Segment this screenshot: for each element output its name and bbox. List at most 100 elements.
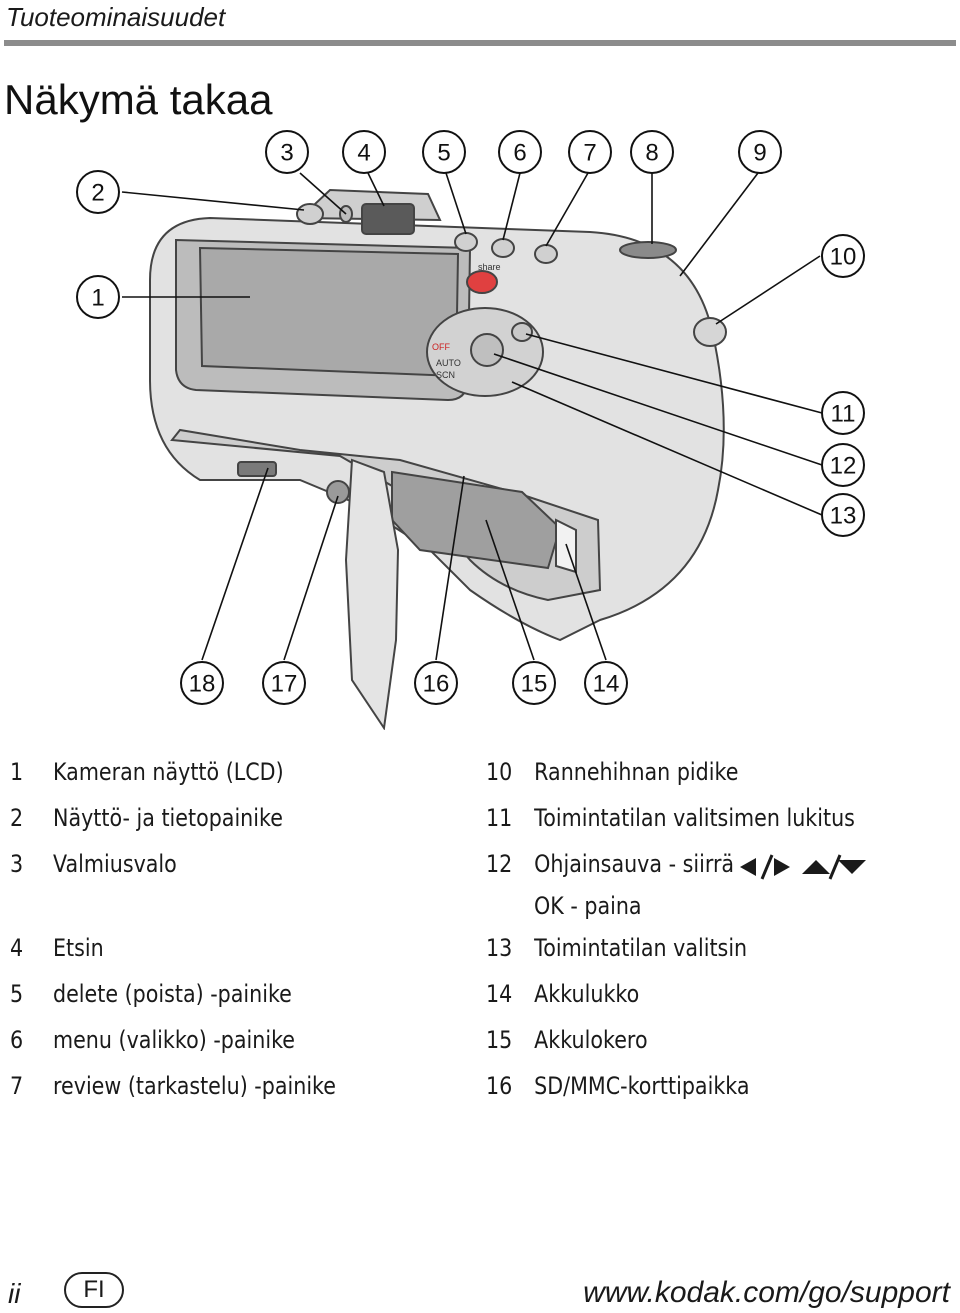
callout-circle bbox=[262, 661, 306, 705]
legend-text: Etsin bbox=[53, 934, 104, 962]
section-header: Tuoteominaisuudet bbox=[6, 2, 226, 32]
slash-icon bbox=[760, 854, 774, 880]
callout-14: 14 bbox=[584, 661, 628, 705]
down-arrow-icon bbox=[838, 860, 866, 874]
callout-circle bbox=[76, 275, 120, 319]
left-arrow-icon bbox=[740, 858, 756, 876]
off-label: OFF bbox=[432, 342, 450, 352]
legend-item: 13 Toimintatilan valitsin bbox=[486, 934, 747, 962]
callout-number: 9 bbox=[753, 140, 766, 167]
callout-3: 3 bbox=[265, 130, 309, 174]
dial-lock bbox=[511, 322, 533, 342]
legend-item: 16 SD/MMC-korttipaikka bbox=[486, 1072, 750, 1100]
callout-circle bbox=[498, 130, 542, 174]
callout-15: 15 bbox=[512, 661, 556, 705]
joystick-direction-icons bbox=[740, 854, 866, 880]
legend-number: 16 bbox=[486, 1072, 513, 1100]
slash-icon-2 bbox=[828, 854, 842, 880]
legend-text: Kameran näyttö (LCD) bbox=[53, 758, 284, 786]
legend-item: 3 Valmiusvalo bbox=[10, 850, 177, 878]
callout-8: 8 bbox=[630, 130, 674, 174]
callout-17: 17 bbox=[262, 661, 306, 705]
callout-circle bbox=[76, 170, 120, 214]
legend-subtext: OK - paina bbox=[534, 892, 642, 920]
callout-circle bbox=[584, 661, 628, 705]
callout-7: 7 bbox=[568, 130, 612, 174]
callout-9: 9 bbox=[738, 130, 782, 174]
callout-circle bbox=[342, 130, 386, 174]
callout-number: 2 bbox=[91, 180, 104, 207]
display-button bbox=[296, 203, 324, 225]
legend-text: menu (valikko) -painike bbox=[53, 1026, 295, 1054]
callout-number: 6 bbox=[513, 140, 526, 167]
callout-circle bbox=[180, 661, 224, 705]
share-label: share bbox=[478, 262, 501, 272]
legend-number: 6 bbox=[10, 1026, 24, 1054]
legend-number: 5 bbox=[10, 980, 24, 1008]
legend-number: 13 bbox=[486, 934, 513, 962]
tripod-socket bbox=[326, 480, 350, 504]
callout-circle bbox=[568, 130, 612, 174]
callout-circle bbox=[738, 130, 782, 174]
callout-number: 10 bbox=[830, 244, 857, 271]
legend-number: 2 bbox=[10, 804, 24, 832]
callout-number: 13 bbox=[830, 503, 857, 530]
callout-number: 1 bbox=[91, 285, 104, 312]
usb-port bbox=[237, 461, 277, 477]
callout-number: 12 bbox=[830, 453, 857, 480]
legend-number: 14 bbox=[486, 980, 513, 1008]
callout-number: 5 bbox=[437, 140, 450, 167]
viewfinder bbox=[361, 203, 415, 235]
legend-number: 7 bbox=[10, 1072, 24, 1100]
callout-11: 11 bbox=[821, 391, 865, 435]
legend-text: delete (poista) -painike bbox=[53, 980, 292, 1008]
callout-circle bbox=[512, 661, 556, 705]
legend-item: 4 Etsin bbox=[10, 934, 104, 962]
header-rule bbox=[4, 40, 956, 46]
callout-13: 13 bbox=[821, 493, 865, 537]
callout-number: 4 bbox=[357, 140, 370, 167]
callout-16: 16 bbox=[414, 661, 458, 705]
menu-button bbox=[491, 238, 515, 258]
legend-text: Akkulokero bbox=[534, 1026, 648, 1054]
legend-text: Valmiusvalo bbox=[53, 850, 177, 878]
callout-4: 4 bbox=[342, 130, 386, 174]
callout-circle bbox=[265, 130, 309, 174]
callout-circle bbox=[821, 443, 865, 487]
callout-number: 16 bbox=[423, 671, 450, 698]
legend-number: 3 bbox=[10, 850, 24, 878]
callout-number: 3 bbox=[280, 140, 293, 167]
delete-button bbox=[454, 232, 478, 252]
callout-6: 6 bbox=[498, 130, 542, 174]
legend-number: 1 bbox=[10, 758, 24, 786]
share-button bbox=[466, 270, 498, 294]
callout-number: 11 bbox=[831, 401, 856, 428]
callout-circle bbox=[414, 661, 458, 705]
right-arrow-icon bbox=[774, 858, 790, 876]
callout-number: 18 bbox=[189, 671, 216, 698]
legend-text: review (tarkastelu) -painike bbox=[53, 1072, 336, 1100]
callout-circle bbox=[821, 391, 865, 435]
legend-number: 15 bbox=[486, 1026, 513, 1054]
legend-text: Toimintatilan valitsin bbox=[534, 934, 748, 962]
legend-item: 2 Näyttö- ja tietopainike bbox=[10, 804, 283, 832]
review-button bbox=[534, 244, 558, 264]
legend-text: Näyttö- ja tietopainike bbox=[53, 804, 283, 832]
legend-item: 1 Kameran näyttö (LCD) bbox=[10, 758, 284, 786]
legend-item: 7 review (tarkastelu) -painike bbox=[10, 1072, 336, 1100]
legend-item: 5 delete (poista) -painike bbox=[10, 980, 292, 1008]
auto-label: AUTO bbox=[436, 358, 461, 368]
joystick bbox=[470, 333, 504, 367]
lcd-screen bbox=[198, 246, 460, 378]
strap-post bbox=[693, 317, 727, 347]
legend-text: SD/MMC-korttipaikka bbox=[534, 1072, 750, 1100]
legend-number: 4 bbox=[10, 934, 24, 962]
callout-1: 1 bbox=[76, 275, 120, 319]
footer-url[interactable]: www.kodak.com/go/support bbox=[583, 1276, 950, 1309]
callout-18: 18 bbox=[180, 661, 224, 705]
